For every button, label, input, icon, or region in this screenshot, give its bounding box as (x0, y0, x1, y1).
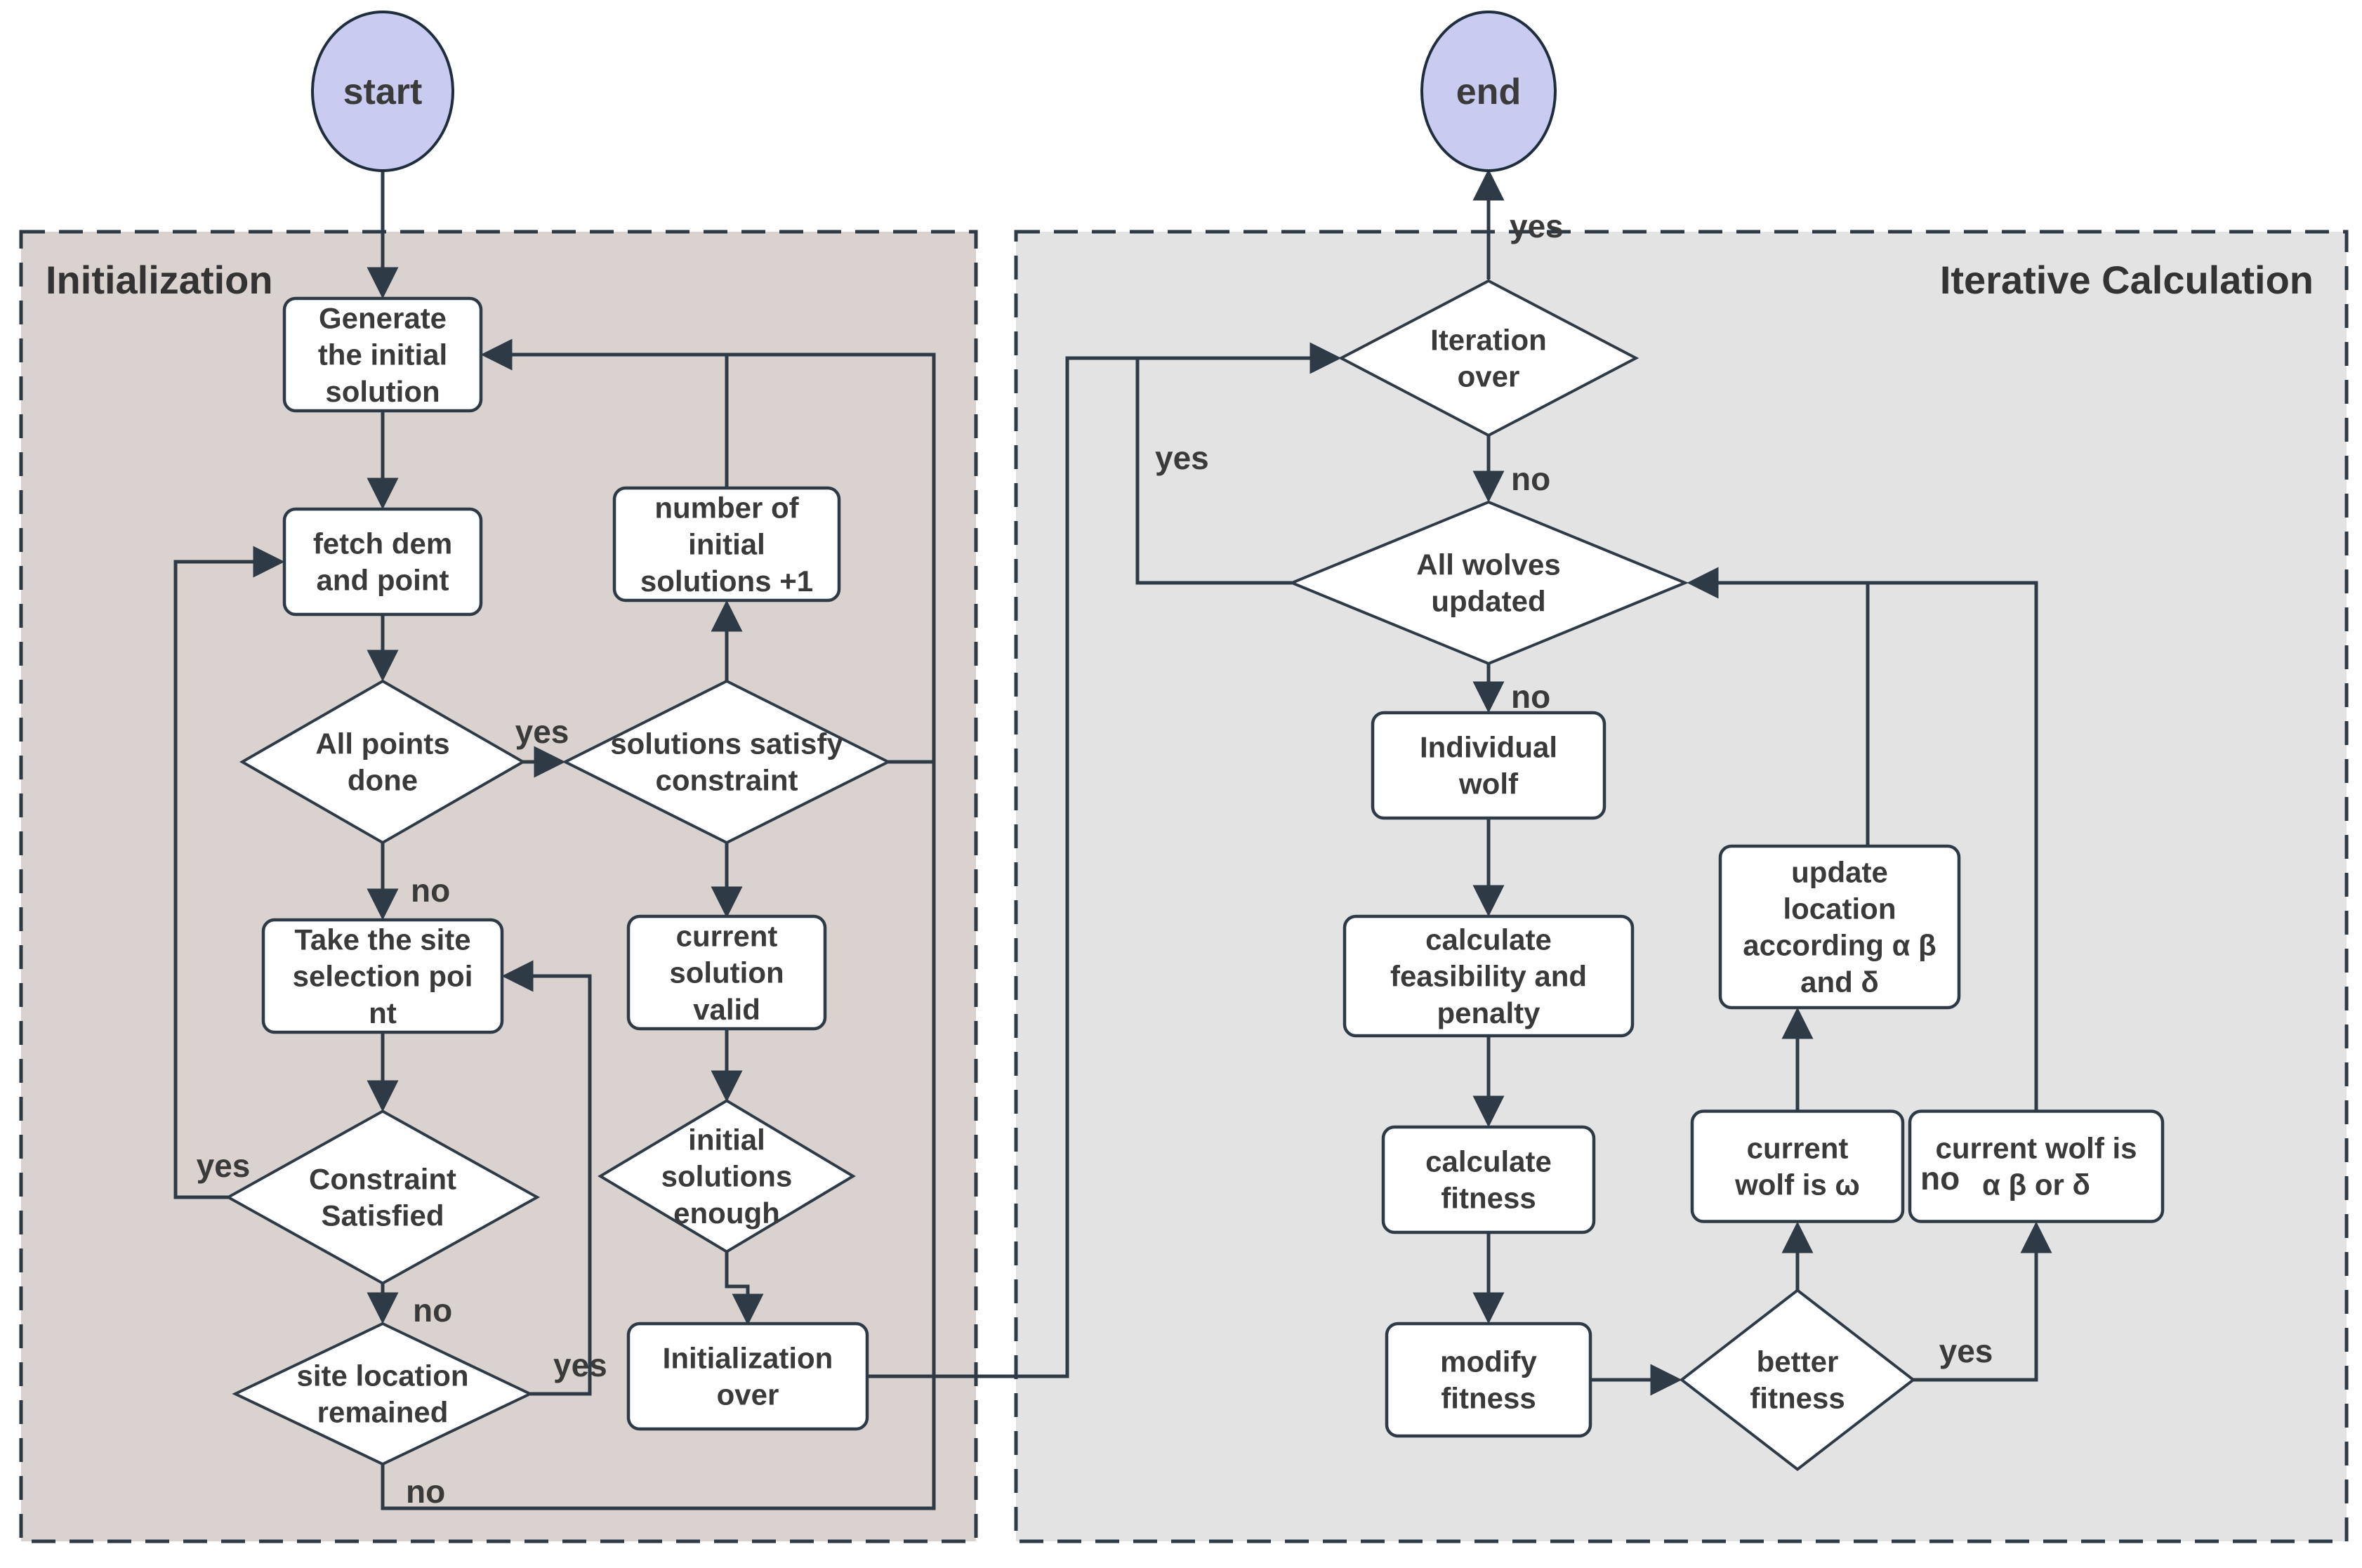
branch-label-e10: no (406, 1473, 445, 1510)
edge-e7 (173, 546, 285, 1199)
decision-better (1679, 1288, 1916, 1472)
node-number (612, 486, 841, 602)
panel-title-initialization: Initialization (46, 258, 273, 302)
node-current-valid (626, 914, 827, 1031)
node-feasibility (1342, 914, 1635, 1038)
branch-label-e16: yes (1510, 208, 1564, 244)
branch-label-e15b: yes (1155, 440, 1209, 476)
decision-all-points (239, 679, 527, 845)
decision-constraint (225, 1109, 541, 1285)
branch-label-e17: no (1511, 461, 1550, 497)
panel-title-iterative-calculation: Iterative Calculation (1940, 258, 2314, 302)
decision-satisfy (562, 679, 892, 845)
decision-wolves (1288, 500, 1689, 666)
node-generate (282, 296, 483, 413)
decision-iteration-over (1338, 279, 1639, 437)
node-individual (1371, 711, 1606, 820)
edge-e15b (1135, 358, 1292, 585)
node-update (1718, 844, 1961, 1010)
branch-label-e5: no (411, 872, 450, 909)
edge-e27 (1687, 567, 2038, 1112)
branch-label-e18: no (1511, 678, 1550, 715)
branch-label-e24: yes (1939, 1333, 1993, 1369)
node-omega (1690, 1109, 1905, 1223)
branch-label-e9: yes (553, 1347, 607, 1383)
decision-enough (598, 1099, 856, 1253)
node-fetch (282, 507, 483, 617)
branch-label-e7: yes (197, 1147, 251, 1184)
terminal-end-label: end (1456, 72, 1521, 112)
node-init-over (626, 1322, 869, 1431)
edge-e24 (1913, 1221, 2052, 1382)
panel-iterative-calculation (1014, 230, 2349, 1543)
edge-e15 (867, 342, 1342, 1378)
terminal-start-label: start (343, 72, 423, 112)
branch-label-e4: yes (515, 713, 569, 750)
edge-e10 (381, 338, 936, 1510)
node-abd (1908, 1109, 2165, 1223)
terminal-start (311, 11, 454, 172)
decision-site-location (232, 1322, 534, 1466)
node-modify (1385, 1322, 1592, 1438)
node-fitness (1381, 1125, 1596, 1234)
node-take-site (261, 918, 504, 1034)
terminal-end (1420, 11, 1557, 172)
branch-label-e8: no (413, 1292, 452, 1329)
edge-e14 (725, 1251, 764, 1326)
branch-label-omega-no: no (1920, 1160, 1960, 1197)
edge-e9 (501, 960, 592, 1396)
